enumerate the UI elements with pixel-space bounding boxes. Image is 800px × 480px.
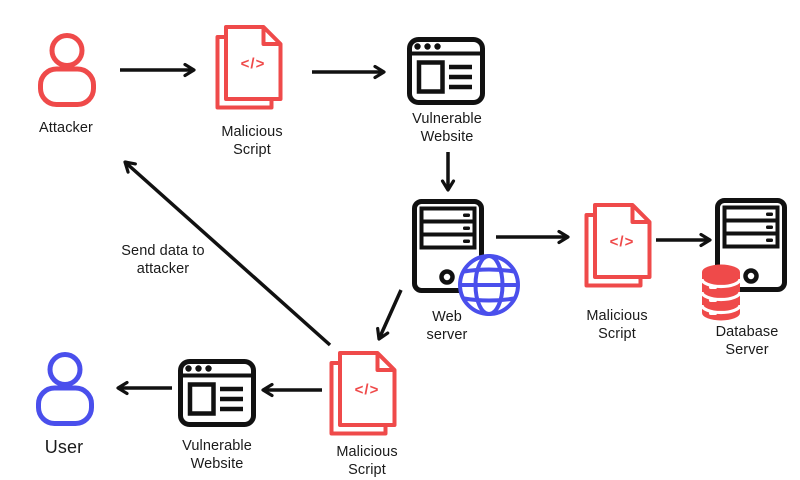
database-icon (700, 264, 742, 321)
globe-icon (458, 254, 520, 316)
user-label: User (44, 437, 84, 457)
malicious-script-bottom-label: Malicious Script (336, 444, 398, 478)
vulnerable-website-bottom-icon (178, 359, 256, 427)
attacker-label: Attacker (39, 120, 93, 136)
database-server-label: Database Server (715, 324, 779, 358)
code-glyph: </> (241, 56, 266, 73)
code-glyph: </> (610, 234, 635, 251)
database-server-icon (715, 198, 787, 292)
arrow-webserver-to-bottom-script (376, 289, 403, 341)
malicious-script-right-label: Malicious Script (586, 308, 648, 342)
vulnerable-website-top-icon (407, 37, 485, 105)
web-server-label: Web server (426, 309, 468, 343)
malicious-script-bottom-icon: </> (329, 351, 397, 436)
vulnerable-website-bottom-label: Vulnerable Website (182, 438, 252, 472)
malicious-script-right-icon: </> (584, 203, 652, 288)
malicious-script-top-label: Malicious Script (221, 124, 283, 158)
vulnerable-website-top-label: Vulnerable Website (412, 111, 482, 145)
malicious-script-top-icon: </> (215, 25, 283, 110)
arrow-send-data-to-attacker (123, 160, 332, 347)
web-server-icon (412, 199, 484, 293)
user-person-icon (36, 352, 94, 426)
attacker-person-icon (38, 33, 96, 107)
code-glyph: </> (355, 382, 380, 399)
send-data-annotation: Send data to attacker (121, 243, 205, 277)
